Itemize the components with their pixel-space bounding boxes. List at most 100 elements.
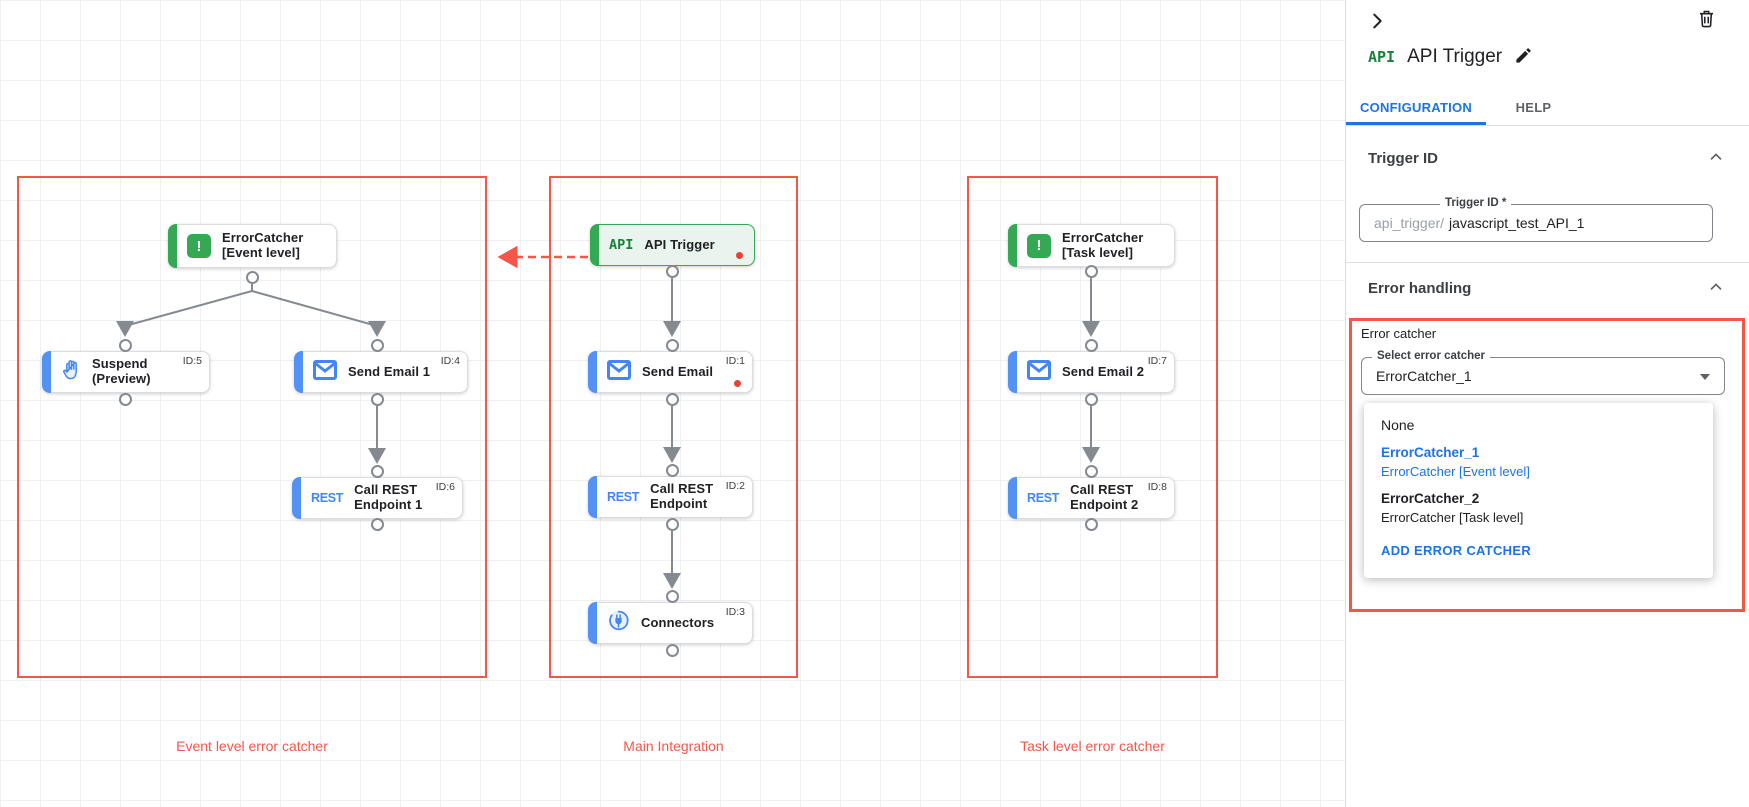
- select-error-catcher-label: Select error catcher: [1372, 350, 1491, 362]
- error-catcher-icon: !: [1027, 233, 1051, 258]
- active-tab-underline: [1346, 122, 1486, 125]
- divider: [1346, 262, 1749, 263]
- task-id-badge: ID:3: [725, 606, 745, 618]
- node-accent-bar: [588, 476, 597, 518]
- group-label-main-integration: Main Integration: [623, 738, 724, 754]
- api-trigger-icon: API: [1368, 48, 1396, 66]
- trigger-id-field[interactable]: Trigger ID * api_trigger/ javascript_tes…: [1359, 197, 1713, 242]
- edge-lines: [116, 245, 1100, 589]
- node-accent-bar: [42, 351, 51, 393]
- dropdown-caret-icon: [1700, 374, 1710, 380]
- connection-port[interactable]: [246, 271, 259, 284]
- connection-port[interactable]: [1085, 465, 1098, 478]
- node-connectors[interactable]: Connectors ID:3: [588, 602, 753, 644]
- task-id-badge: ID:4: [440, 355, 460, 367]
- connection-port[interactable]: [119, 339, 132, 352]
- task-id-badge: ID:7: [1147, 355, 1167, 367]
- mail-icon: [313, 359, 337, 385]
- section-heading-trigger-id: Trigger ID: [1368, 150, 1439, 167]
- connection-port[interactable]: [371, 339, 384, 352]
- connection-port[interactable]: [371, 465, 384, 478]
- connection-port[interactable]: [666, 518, 679, 531]
- connection-port[interactable]: [1085, 265, 1098, 278]
- connection-port[interactable]: [1085, 393, 1098, 406]
- api-icon: API: [609, 237, 634, 253]
- collapse-section-icon[interactable]: [1707, 148, 1725, 169]
- connection-port[interactable]: [666, 265, 679, 278]
- trigger-id-field-label: Trigger ID *: [1440, 197, 1512, 209]
- tab-configuration[interactable]: CONFIGURATION: [1359, 100, 1473, 115]
- integration-canvas[interactable]: Event level error catcher Main Integrati…: [0, 0, 1345, 807]
- option-errorcatcher-2[interactable]: ErrorCatcher_2: [1381, 491, 1480, 506]
- connection-port[interactable]: [371, 393, 384, 406]
- task-id-badge: ID:1: [725, 355, 745, 367]
- connection-port[interactable]: [666, 464, 679, 477]
- node-send-email[interactable]: Send Email ID:1: [588, 351, 753, 393]
- node-accent-bar: [1008, 477, 1017, 519]
- error-catcher-icon: !: [187, 234, 211, 258]
- connection-port[interactable]: [371, 518, 384, 531]
- delete-trigger-icon[interactable]: [1696, 8, 1717, 32]
- add-error-catcher-button[interactable]: ADD ERROR CATCHER: [1381, 543, 1532, 558]
- section-heading-error-handling: Error handling: [1368, 280, 1472, 297]
- rest-icon: REST: [1027, 491, 1060, 505]
- option-errorcatcher-1[interactable]: ErrorCatcher_1: [1381, 445, 1480, 460]
- collapse-section-icon[interactable]: [1707, 278, 1725, 299]
- connection-port[interactable]: [666, 339, 679, 352]
- trigger-id-prefix: api_trigger/: [1374, 215, 1445, 231]
- select-error-catcher-value: ErrorCatcher_1: [1376, 368, 1472, 384]
- group-box-event-level: [17, 176, 487, 678]
- node-accent-bar: [294, 351, 303, 393]
- panel-tabs: CONFIGURATION HELP: [1346, 88, 1749, 125]
- connection-port[interactable]: [666, 590, 679, 603]
- mail-icon: [607, 359, 631, 385]
- error-catcher-dropdown: None ErrorCatcher_1 ErrorCatcher [Event …: [1364, 403, 1713, 578]
- option-none[interactable]: None: [1381, 417, 1415, 433]
- task-id-badge: ID:5: [182, 355, 202, 367]
- group-box-task-level: [967, 176, 1218, 678]
- group-label-event-level: Event level error catcher: [176, 738, 328, 754]
- node-accent-bar: [292, 477, 301, 519]
- group-label-task-level: Task level error catcher: [1020, 738, 1165, 754]
- connection-port[interactable]: [1085, 518, 1098, 531]
- annotation-box-error-catcher: [1349, 318, 1745, 612]
- panel-title: API Trigger: [1407, 46, 1503, 67]
- node-suspend-preview[interactable]: Suspend(Preview) ID:5: [42, 351, 210, 393]
- node-accent-bar: [1008, 224, 1017, 267]
- trigger-id-value: javascript_test_API_1: [1449, 215, 1585, 231]
- edit-title-icon[interactable]: [1514, 46, 1533, 68]
- connection-port[interactable]: [666, 644, 679, 657]
- tab-help[interactable]: HELP: [1515, 100, 1552, 115]
- status-dot: [736, 252, 743, 259]
- node-accent-bar: [588, 602, 597, 644]
- select-error-catcher[interactable]: Select error catcher ErrorCatcher_1: [1361, 350, 1725, 395]
- node-accent-bar: [588, 351, 597, 393]
- node-api-trigger[interactable]: API API Trigger: [590, 224, 755, 266]
- status-dot: [734, 380, 741, 387]
- node-errorcatcher-event-level[interactable]: ! ErrorCatcher[Event level]: [168, 224, 337, 268]
- node-errorcatcher-task-level[interactable]: ! ErrorCatcher[Task level]: [1008, 224, 1175, 267]
- option-errorcatcher-1-desc[interactable]: ErrorCatcher [Event level]: [1381, 464, 1530, 479]
- task-id-badge: ID:2: [725, 480, 745, 492]
- connection-port[interactable]: [666, 393, 679, 406]
- connection-port[interactable]: [1085, 339, 1098, 352]
- option-errorcatcher-2-desc[interactable]: ErrorCatcher [Task level]: [1381, 510, 1524, 525]
- task-id-badge: ID:6: [435, 481, 455, 493]
- node-accent-bar: [590, 224, 599, 266]
- error-catcher-group-label: Error catcher: [1361, 326, 1437, 341]
- node-accent-bar: [168, 224, 177, 268]
- connector-icon: [607, 609, 630, 637]
- hand-icon: [61, 359, 81, 386]
- collapse-panel-icon[interactable]: [1366, 10, 1388, 35]
- node-accent-bar: [1008, 351, 1017, 393]
- task-id-badge: ID:8: [1147, 481, 1167, 493]
- mail-icon: [1027, 359, 1051, 385]
- rest-icon: REST: [311, 491, 344, 505]
- node-send-email-1[interactable]: Send Email 1 ID:4: [294, 351, 468, 393]
- connection-port[interactable]: [119, 393, 132, 406]
- rest-icon: REST: [607, 490, 640, 504]
- config-side-panel: API API Trigger CONFIGURATION HELP Trigg…: [1345, 0, 1749, 807]
